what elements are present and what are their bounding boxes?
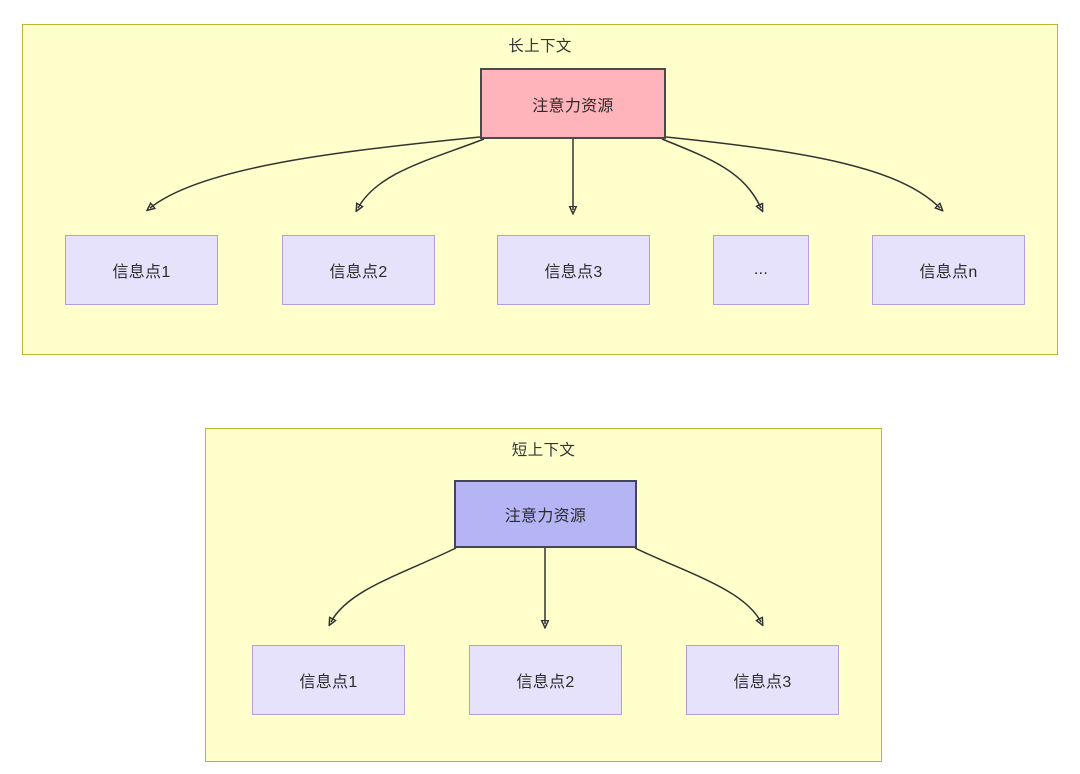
node-long-attention-resource[interactable]: 注意力资源 xyxy=(480,68,666,139)
node-label: 注意力资源 xyxy=(504,508,587,525)
node-long-info-n[interactable]: 信息点n xyxy=(872,235,1025,305)
node-label: ... xyxy=(753,261,769,278)
node-short-attention-resource[interactable]: 注意力资源 xyxy=(454,480,637,548)
node-short-info-2[interactable]: 信息点2 xyxy=(469,645,622,715)
node-short-info-1[interactable]: 信息点1 xyxy=(252,645,405,715)
node-long-info-1[interactable]: 信息点1 xyxy=(65,235,218,305)
panel-long-context-title: 长上下文 xyxy=(508,38,572,55)
node-label: 信息点3 xyxy=(733,674,792,691)
node-label: 信息点1 xyxy=(112,264,171,281)
node-long-info-3[interactable]: 信息点3 xyxy=(497,235,650,305)
node-label: 信息点n xyxy=(919,264,978,281)
node-long-info-ellipsis[interactable]: ... xyxy=(713,235,809,305)
node-short-info-3[interactable]: 信息点3 xyxy=(686,645,839,715)
node-label: 信息点2 xyxy=(329,264,388,281)
panel-short-context-title: 短上下文 xyxy=(511,442,576,459)
node-label: 注意力资源 xyxy=(532,97,614,115)
node-label: 信息点1 xyxy=(299,674,358,691)
node-label: 信息点3 xyxy=(544,264,603,281)
node-label: 信息点2 xyxy=(516,674,575,691)
node-long-info-2[interactable]: 信息点2 xyxy=(282,235,435,305)
